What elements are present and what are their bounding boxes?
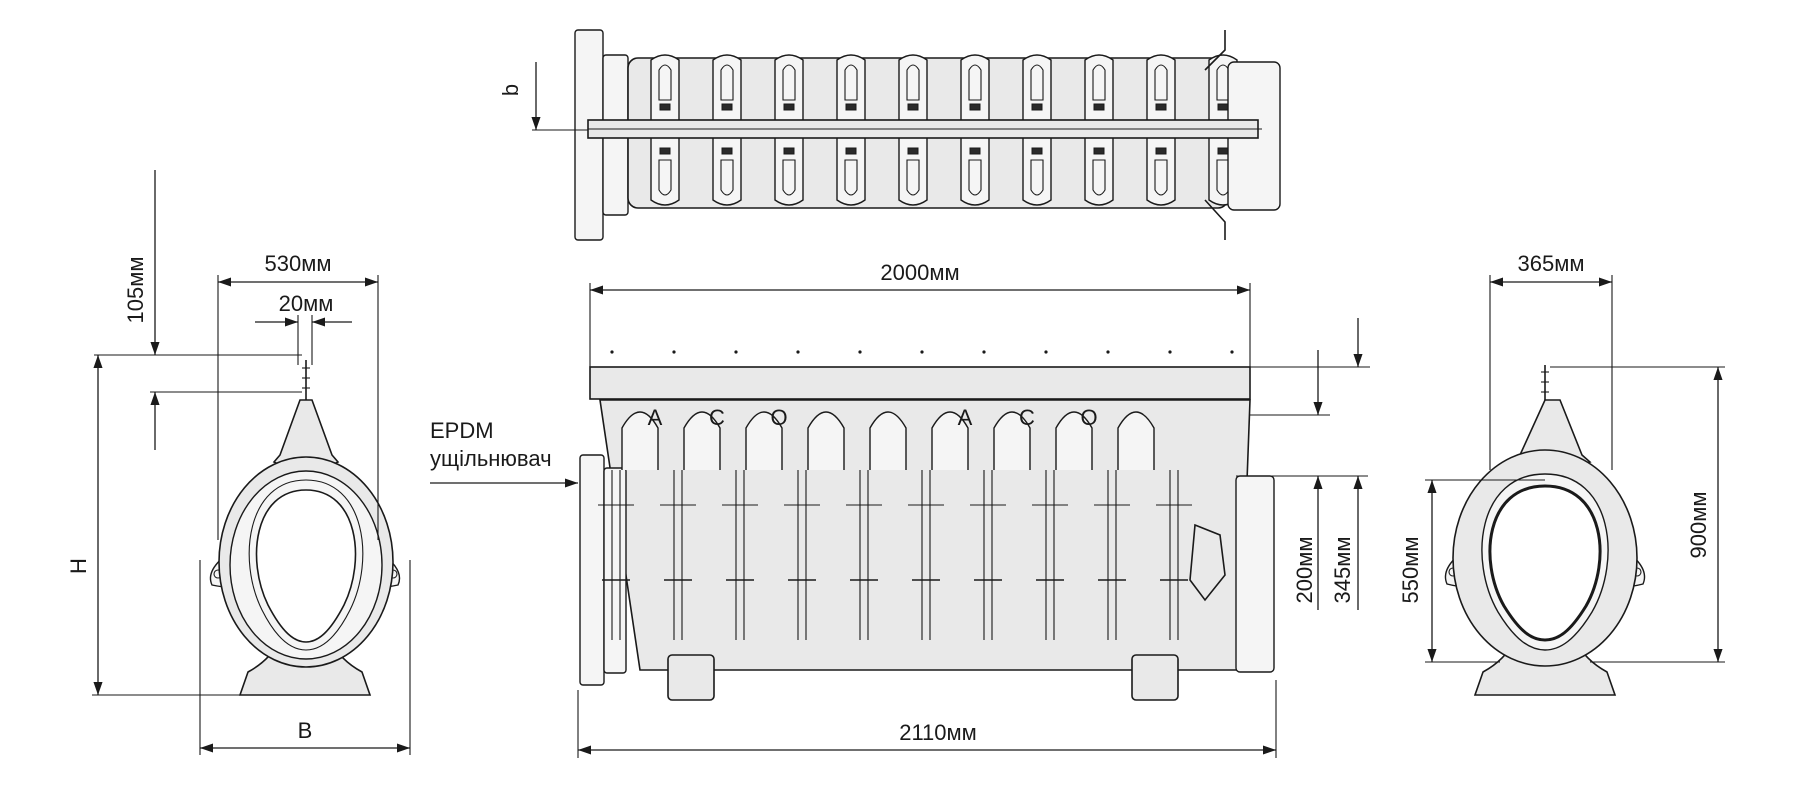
label-H: H	[66, 558, 91, 574]
front-arch	[1055, 411, 1093, 470]
front-arch	[993, 411, 1031, 470]
front-rib	[859, 470, 869, 640]
front-rib	[983, 470, 993, 640]
front-arch	[745, 411, 783, 470]
label-B: B	[298, 718, 313, 743]
label-550: 550мм	[1398, 537, 1423, 604]
label-2110: 2110мм	[899, 720, 977, 745]
rib-marker: O	[770, 405, 787, 430]
rib-marker: C	[709, 405, 725, 430]
front-arch	[869, 411, 907, 470]
front-rib	[1169, 470, 1179, 640]
seal-label-line2: ущільнювач	[430, 446, 552, 471]
front-rib	[611, 470, 621, 640]
front-rib	[797, 470, 807, 640]
rib-marker: A	[648, 405, 663, 430]
rib-marker: C	[1019, 405, 1035, 430]
label-105: 105мм	[123, 257, 148, 324]
front-rib	[735, 470, 745, 640]
top-view: b	[498, 29, 1281, 241]
label-900: 900мм	[1686, 492, 1711, 559]
front-rib	[921, 470, 931, 640]
label-365: 365мм	[1518, 251, 1585, 276]
rib-marker: A	[958, 405, 973, 430]
seal-label-line1: EPDM	[430, 418, 494, 443]
front-rib	[673, 470, 683, 640]
label-2000: 2000мм	[880, 260, 959, 285]
side-view-right: 365мм 550мм 900мм	[1398, 251, 1725, 696]
front-arch	[931, 411, 969, 470]
label-345: 345мм	[1330, 537, 1355, 604]
front-rib	[1045, 470, 1055, 640]
front-view: A C O A C O 2000мм 2110мм 200мм 345мм EPDM ущ…	[430, 260, 1370, 758]
front-arch	[621, 411, 659, 470]
front-arch	[1117, 411, 1155, 470]
front-arch	[807, 411, 845, 470]
side-view-left: 530мм 20мм 105мм H B	[66, 170, 411, 755]
front-rib	[1107, 470, 1117, 640]
rib-marker: O	[1080, 405, 1097, 430]
label-b: b	[498, 84, 523, 96]
label-530: 530мм	[265, 251, 332, 276]
label-200: 200мм	[1292, 537, 1317, 604]
label-20: 20мм	[279, 291, 334, 316]
front-arch	[683, 411, 721, 470]
